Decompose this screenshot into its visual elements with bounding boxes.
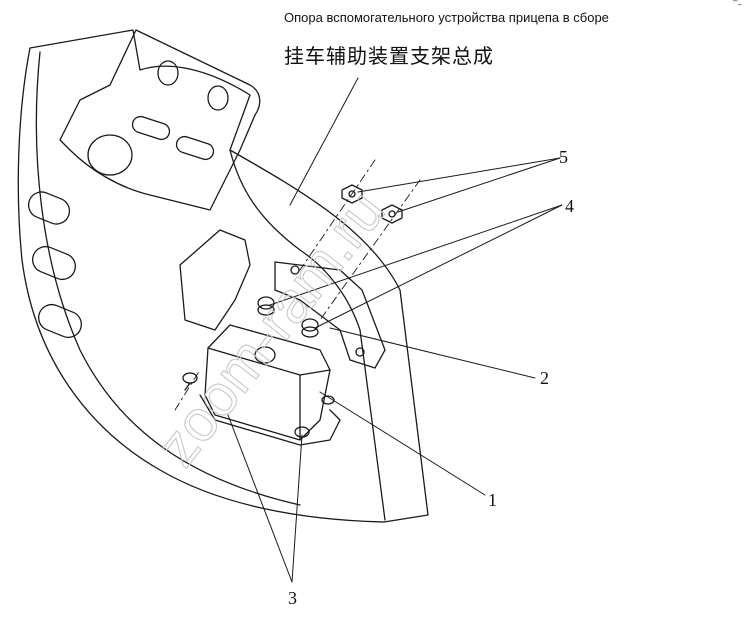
leader-4b	[314, 204, 563, 329]
body-panel	[17, 29, 429, 523]
flange-hole-2	[355, 347, 365, 357]
side-flange	[274, 261, 386, 369]
panel-slot-1	[27, 191, 71, 225]
flange-hole-1	[290, 265, 300, 275]
lower-bracket	[179, 229, 251, 331]
callout-5: 5	[559, 147, 568, 167]
nut-5a	[341, 184, 363, 204]
callout-1: 1	[488, 490, 497, 510]
plate-slot-1	[131, 115, 171, 141]
panel-slot-3	[38, 303, 82, 339]
panel-slot-2	[32, 245, 76, 281]
leader-2	[329, 327, 536, 379]
caption-russian: Опора вспомогательного устройства прицеп…	[284, 10, 609, 25]
callout-4: 4	[565, 196, 574, 216]
leader-3a	[227, 414, 293, 583]
control-box-knob	[254, 346, 276, 364]
plate-slot-2	[175, 135, 215, 161]
plate-hole-1	[157, 60, 179, 86]
plate-hole-2	[207, 85, 229, 111]
centerline-3	[174, 369, 201, 411]
body-panel-inner-edge	[35, 51, 301, 506]
bolt-3	[294, 395, 335, 438]
control-box	[204, 324, 331, 441]
plate-hole-3	[87, 134, 133, 176]
bracket-plate	[59, 29, 261, 211]
caption-chinese: 挂车辅助装置支架总成	[284, 44, 494, 68]
bolt-left	[182, 372, 198, 391]
callout-2: 2	[540, 368, 549, 388]
body-panel-fold	[229, 149, 386, 521]
callout-3: 3	[288, 588, 297, 608]
leader-4a	[269, 204, 563, 306]
box-base	[199, 394, 341, 446]
centerline-2	[319, 179, 421, 321]
leader-5b	[397, 157, 561, 213]
nut-5b	[381, 204, 403, 224]
bolt-2a	[257, 296, 275, 316]
leader-caption	[289, 77, 359, 206]
centerline-1	[299, 159, 376, 271]
leader-5a	[357, 157, 561, 193]
leader-3b	[291, 434, 303, 583]
bolt-2b	[301, 318, 319, 338]
corner-mark: ‾–	[733, 0, 742, 10]
leader-1	[319, 391, 486, 496]
control-box-top	[299, 369, 331, 376]
